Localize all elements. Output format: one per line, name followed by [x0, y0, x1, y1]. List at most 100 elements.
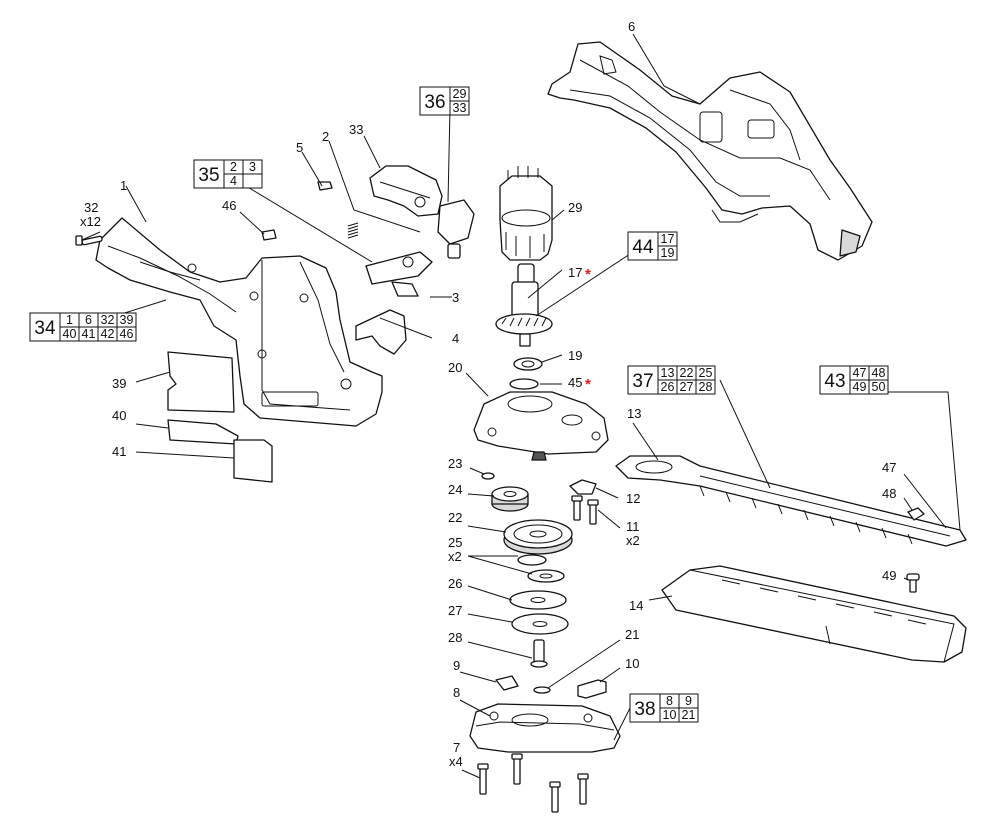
callout-40: 40: [112, 408, 126, 423]
kit-number: 34: [34, 318, 56, 339]
kit-part-number: 22: [680, 366, 694, 380]
kit-number-cell: [627, 231, 659, 261]
kit-part-number: 2: [230, 160, 237, 174]
part-41-label: [233, 439, 273, 483]
callout-49: 49: [882, 568, 896, 583]
kit-part-number: 10: [663, 708, 677, 722]
kit-part-number: 48: [872, 366, 886, 380]
kit-part-number: 39: [120, 313, 134, 327]
kit-cell: [242, 173, 263, 189]
part-1-main-housing: [95, 217, 383, 427]
kit-part-number: 8: [666, 694, 673, 708]
kit-part-number: 41: [82, 327, 96, 341]
part-33-switch: [369, 165, 443, 217]
part-45-washer: [509, 378, 539, 390]
kit-part-number: 21: [682, 708, 696, 722]
callout-8: 8: [453, 685, 460, 700]
callout-23: 23: [448, 456, 462, 471]
kit-part-number: 33: [453, 101, 467, 115]
part-25-washer-b: [527, 569, 565, 583]
part-32-screw: [75, 235, 103, 246]
kit-part-number: 1: [66, 313, 73, 327]
callout-17: 17: [568, 265, 582, 280]
kit-cell: [678, 707, 699, 723]
kit-part-number: 42: [101, 327, 115, 341]
part-20-gear-housing: [473, 391, 609, 461]
callout-29: 29: [568, 200, 582, 215]
callout-11-qty: x2: [626, 533, 640, 548]
kit-number-cell: [629, 693, 661, 723]
callout-13: 13: [627, 406, 641, 421]
kit-part-number: 3: [249, 160, 256, 174]
kit-cell: [116, 326, 137, 342]
leader-lines: [81, 33, 961, 779]
callout-25-qty: x2: [448, 549, 462, 564]
callout-3: 3: [452, 290, 459, 305]
kit-part-number: 40: [63, 327, 77, 341]
part-36-switch-module: [437, 199, 475, 259]
kit-number: 35: [198, 165, 219, 186]
part-drawings: [75, 41, 967, 813]
part-22-main-gear: [503, 519, 573, 555]
kit-part-number: 6: [85, 313, 92, 327]
kit-number: 44: [632, 237, 654, 258]
kit-cell: [657, 245, 678, 261]
part-27-plate: [511, 613, 569, 635]
callout-28: 28: [448, 630, 462, 645]
part-5-clip: [317, 181, 333, 191]
callout-46: 46: [222, 198, 236, 213]
kit-part-number: 25: [699, 366, 713, 380]
callout-20: 20: [448, 360, 462, 375]
kit-part-number: 9: [685, 694, 692, 708]
callout-47: 47: [882, 460, 896, 475]
callout-21: 21: [625, 627, 639, 642]
part-28-shaft: [530, 639, 548, 668]
part-48-nut: [907, 507, 925, 521]
kit-number: 37: [632, 371, 653, 392]
kit-number: 36: [424, 92, 445, 113]
callout-7: 7: [453, 740, 460, 755]
part-46-clip: [261, 229, 277, 241]
part-14-blade-guard: [661, 565, 967, 663]
callout-39: 39: [112, 376, 126, 391]
kit-part-number: 28: [699, 380, 713, 394]
kit-part-number: 50: [872, 380, 886, 394]
callout-32-qty: x12: [80, 214, 101, 229]
callout-25: 25: [448, 535, 462, 550]
kit-number-cell: [819, 365, 851, 395]
callout-48: 48: [882, 486, 896, 501]
kit-cell: [868, 379, 889, 395]
part-3-lockoff-lever: [365, 251, 433, 297]
part-8-lower-cover: [469, 703, 621, 753]
asterisk-17: *: [585, 266, 591, 283]
part-11-screws: [571, 495, 599, 525]
part-2-spring: [347, 222, 359, 239]
part-17-rotor: [495, 263, 553, 347]
part-26-flat-washer: [509, 590, 567, 610]
callout-5: 5: [296, 140, 303, 155]
kit-part-number: 32: [101, 313, 115, 327]
kit-box-37: 37 13 22 25 26 27 28: [627, 365, 716, 395]
callout-11: 11: [626, 519, 640, 534]
callout-1: 1: [120, 178, 127, 193]
callout-7-qty: x4: [449, 754, 463, 769]
kit-part-number: 13: [661, 366, 675, 380]
callout-10: 10: [625, 656, 639, 671]
kit-part-number: 26: [661, 380, 675, 394]
kit-part-number: 49: [853, 380, 867, 394]
asterisk-45: *: [585, 376, 591, 393]
callout-19: 19: [568, 348, 582, 363]
callout-22: 22: [448, 510, 462, 525]
part-13-blade: [615, 455, 967, 547]
kit-part-number: 27: [680, 380, 694, 394]
part-7-screws: [477, 753, 589, 813]
kit-number-cell: [29, 312, 61, 342]
callout-27: 27: [448, 603, 462, 618]
callout-14: 14: [629, 598, 643, 613]
kit-number-cell: [193, 159, 225, 189]
